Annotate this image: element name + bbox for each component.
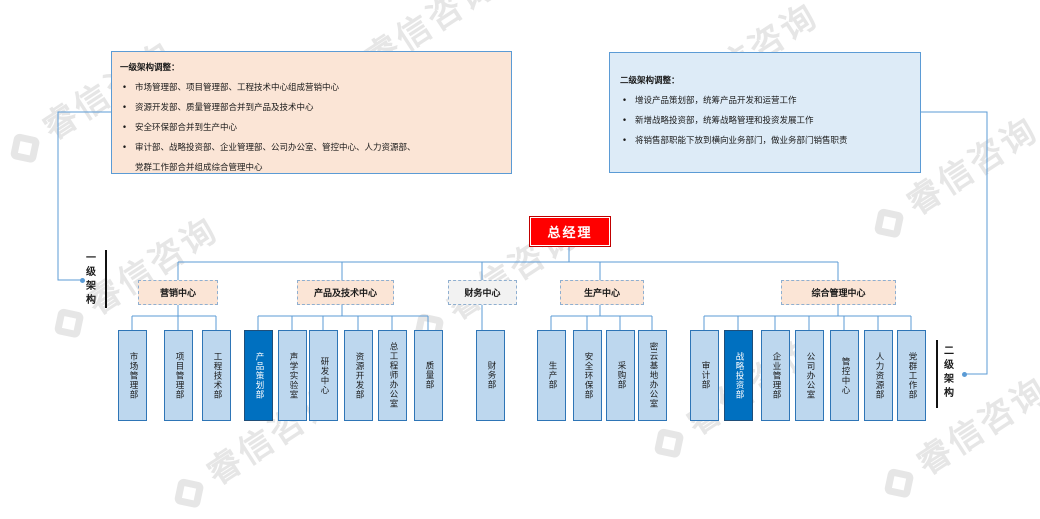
dept-production: 生产部	[537, 330, 566, 421]
dept-engineering-tech: 工程技术部	[202, 330, 231, 421]
center-general-management: 综合管理中心	[781, 280, 896, 305]
dept-acoustics-lab: 声学实验室	[278, 330, 307, 421]
general-manager-box: 总经理	[530, 217, 610, 246]
level2-link-line	[921, 111, 988, 375]
level1-bracket	[105, 250, 107, 308]
level1-adjustment-box: 一级架构调整： 市场管理部、项目管理部、工程技术中心组成营销中心 资源开发部、质…	[111, 51, 512, 174]
dept-resource-development: 资源开发部	[344, 330, 373, 421]
level1-link-line	[57, 111, 111, 281]
level1-adjustment-list: 市场管理部、项目管理部、工程技术中心组成营销中心 资源开发部、质量管理部合并到产…	[120, 78, 503, 178]
level1-connector-dot	[80, 278, 85, 283]
list-item: 安全环保部合并到生产中心	[120, 118, 503, 138]
center-finance: 财务中心	[448, 280, 517, 305]
dept-company-office: 公司办公室	[795, 330, 824, 421]
dept-enterprise-management: 企业管理部	[761, 330, 790, 421]
org-connector-lines	[57, 111, 988, 375]
level1-label: 一 级 架 构	[86, 253, 96, 306]
list-item: 增设产品策划部，统筹产品开发和运营工作	[620, 91, 910, 111]
level2-label: 二 级 架 构	[944, 346, 954, 399]
list-item: 市场管理部、项目管理部、工程技术中心组成营销中心	[120, 78, 503, 98]
list-item: 新增战略投资部，统筹战略管理和投资发展工作	[620, 111, 910, 131]
dept-audit: 审计部	[690, 330, 719, 421]
level2-adjustment-box: 二级架构调整： 增设产品策划部，统筹产品开发和运营工作 新增战略投资部，统筹战略…	[609, 52, 921, 173]
level2-bracket	[936, 340, 938, 408]
list-item: 党群工作部合并组成综合管理中心	[135, 163, 263, 173]
dept-chief-engineer-office: 总工程师办公室	[378, 330, 407, 421]
center-product-tech: 产品及技术中心	[297, 280, 394, 305]
center-marketing: 营销中心	[138, 280, 218, 305]
dept-safety-environment: 安全环保部	[573, 330, 602, 421]
dept-control-center: 管控中心	[830, 330, 859, 421]
list-item: 资源开发部、质量管理部合并到产品及技术中心	[120, 98, 503, 118]
level1-adjustment-title: 一级架构调整：	[120, 63, 180, 73]
dept-procurement: 采购部	[606, 330, 635, 421]
dept-project-management: 项目管理部	[164, 330, 193, 421]
dept-finance: 财务部	[476, 330, 505, 421]
dept-quality: 质量部	[414, 330, 443, 421]
dept-strategic-investment: 战略投资部	[724, 330, 753, 421]
level2-adjustment-list: 增设产品策划部，统筹产品开发和运营工作 新增战略投资部，统筹战略管理和投资发展工…	[620, 91, 910, 151]
dept-miyun-base-office: 密云基地办公室	[638, 330, 667, 421]
dept-rd-center: 研发中心	[309, 330, 338, 421]
dept-product-planning: 产品策划部	[244, 330, 273, 421]
list-item: 审计部、战略投资部、企业管理部、公司办公室、管控中心、人力资源部、	[120, 138, 503, 158]
level2-connector-dot	[962, 372, 967, 377]
center-production: 生产中心	[560, 280, 644, 305]
dept-market-management: 市场管理部	[118, 330, 147, 421]
dept-human-resources: 人力资源部	[864, 330, 893, 421]
list-item: 将销售部职能下放到横向业务部门，做业务部门销售职责	[620, 131, 910, 151]
dept-party-affairs: 党群工作部	[897, 330, 926, 421]
dept-drops	[131, 316, 912, 330]
level2-adjustment-title: 二级架构调整：	[620, 76, 680, 86]
